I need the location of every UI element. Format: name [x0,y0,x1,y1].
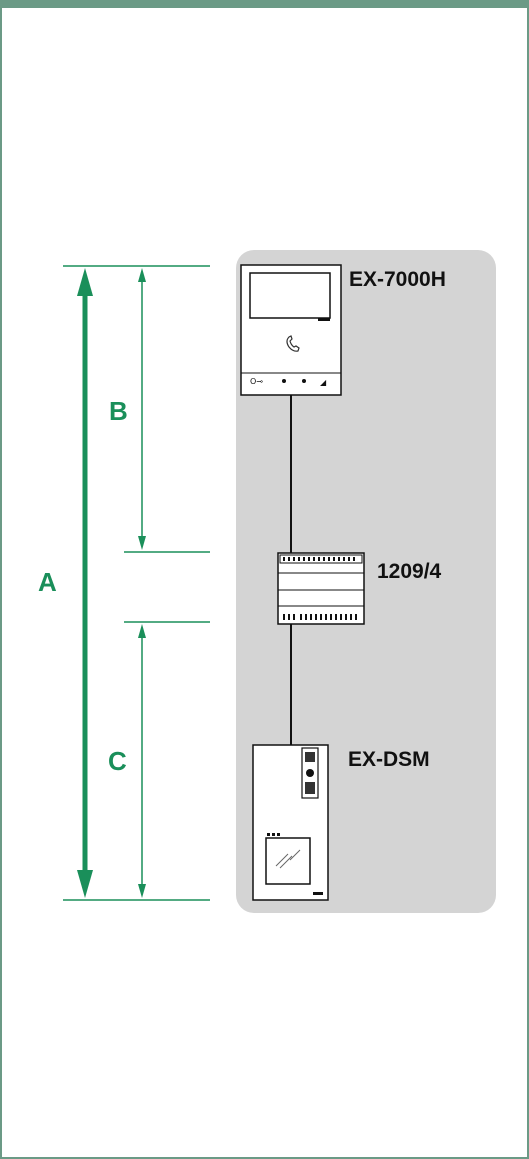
button-dot [282,379,286,383]
sound-icon: ◢ [320,378,327,387]
door-panel-device [252,744,329,901]
button-dot [302,379,306,383]
dimension-b-arrow [138,268,146,550]
terminal-row-bottom [283,614,357,620]
key-icon: O⊸ [250,377,263,386]
distributor-device [277,552,365,625]
dimension-c-label: C [108,746,127,776]
dimension-b-label: B [109,396,128,426]
monitor-device: O⊸ ◢ [240,264,342,396]
handset-icon [286,335,300,352]
dimension-lines [63,265,210,901]
monitor-label: EX-7000H [349,268,446,291]
dimension-c-arrow [138,624,146,898]
top-bar [0,0,529,8]
door-panel-label: EX-DSM [348,748,430,771]
terminal-row-top [283,557,355,561]
monitor-screen [249,272,331,319]
dimension-a-label: A [38,567,57,597]
name-card [265,837,311,885]
name-label-icons [267,833,280,836]
distributor-label: 1209/4 [377,560,442,583]
dimension-a-arrow [77,268,93,898]
